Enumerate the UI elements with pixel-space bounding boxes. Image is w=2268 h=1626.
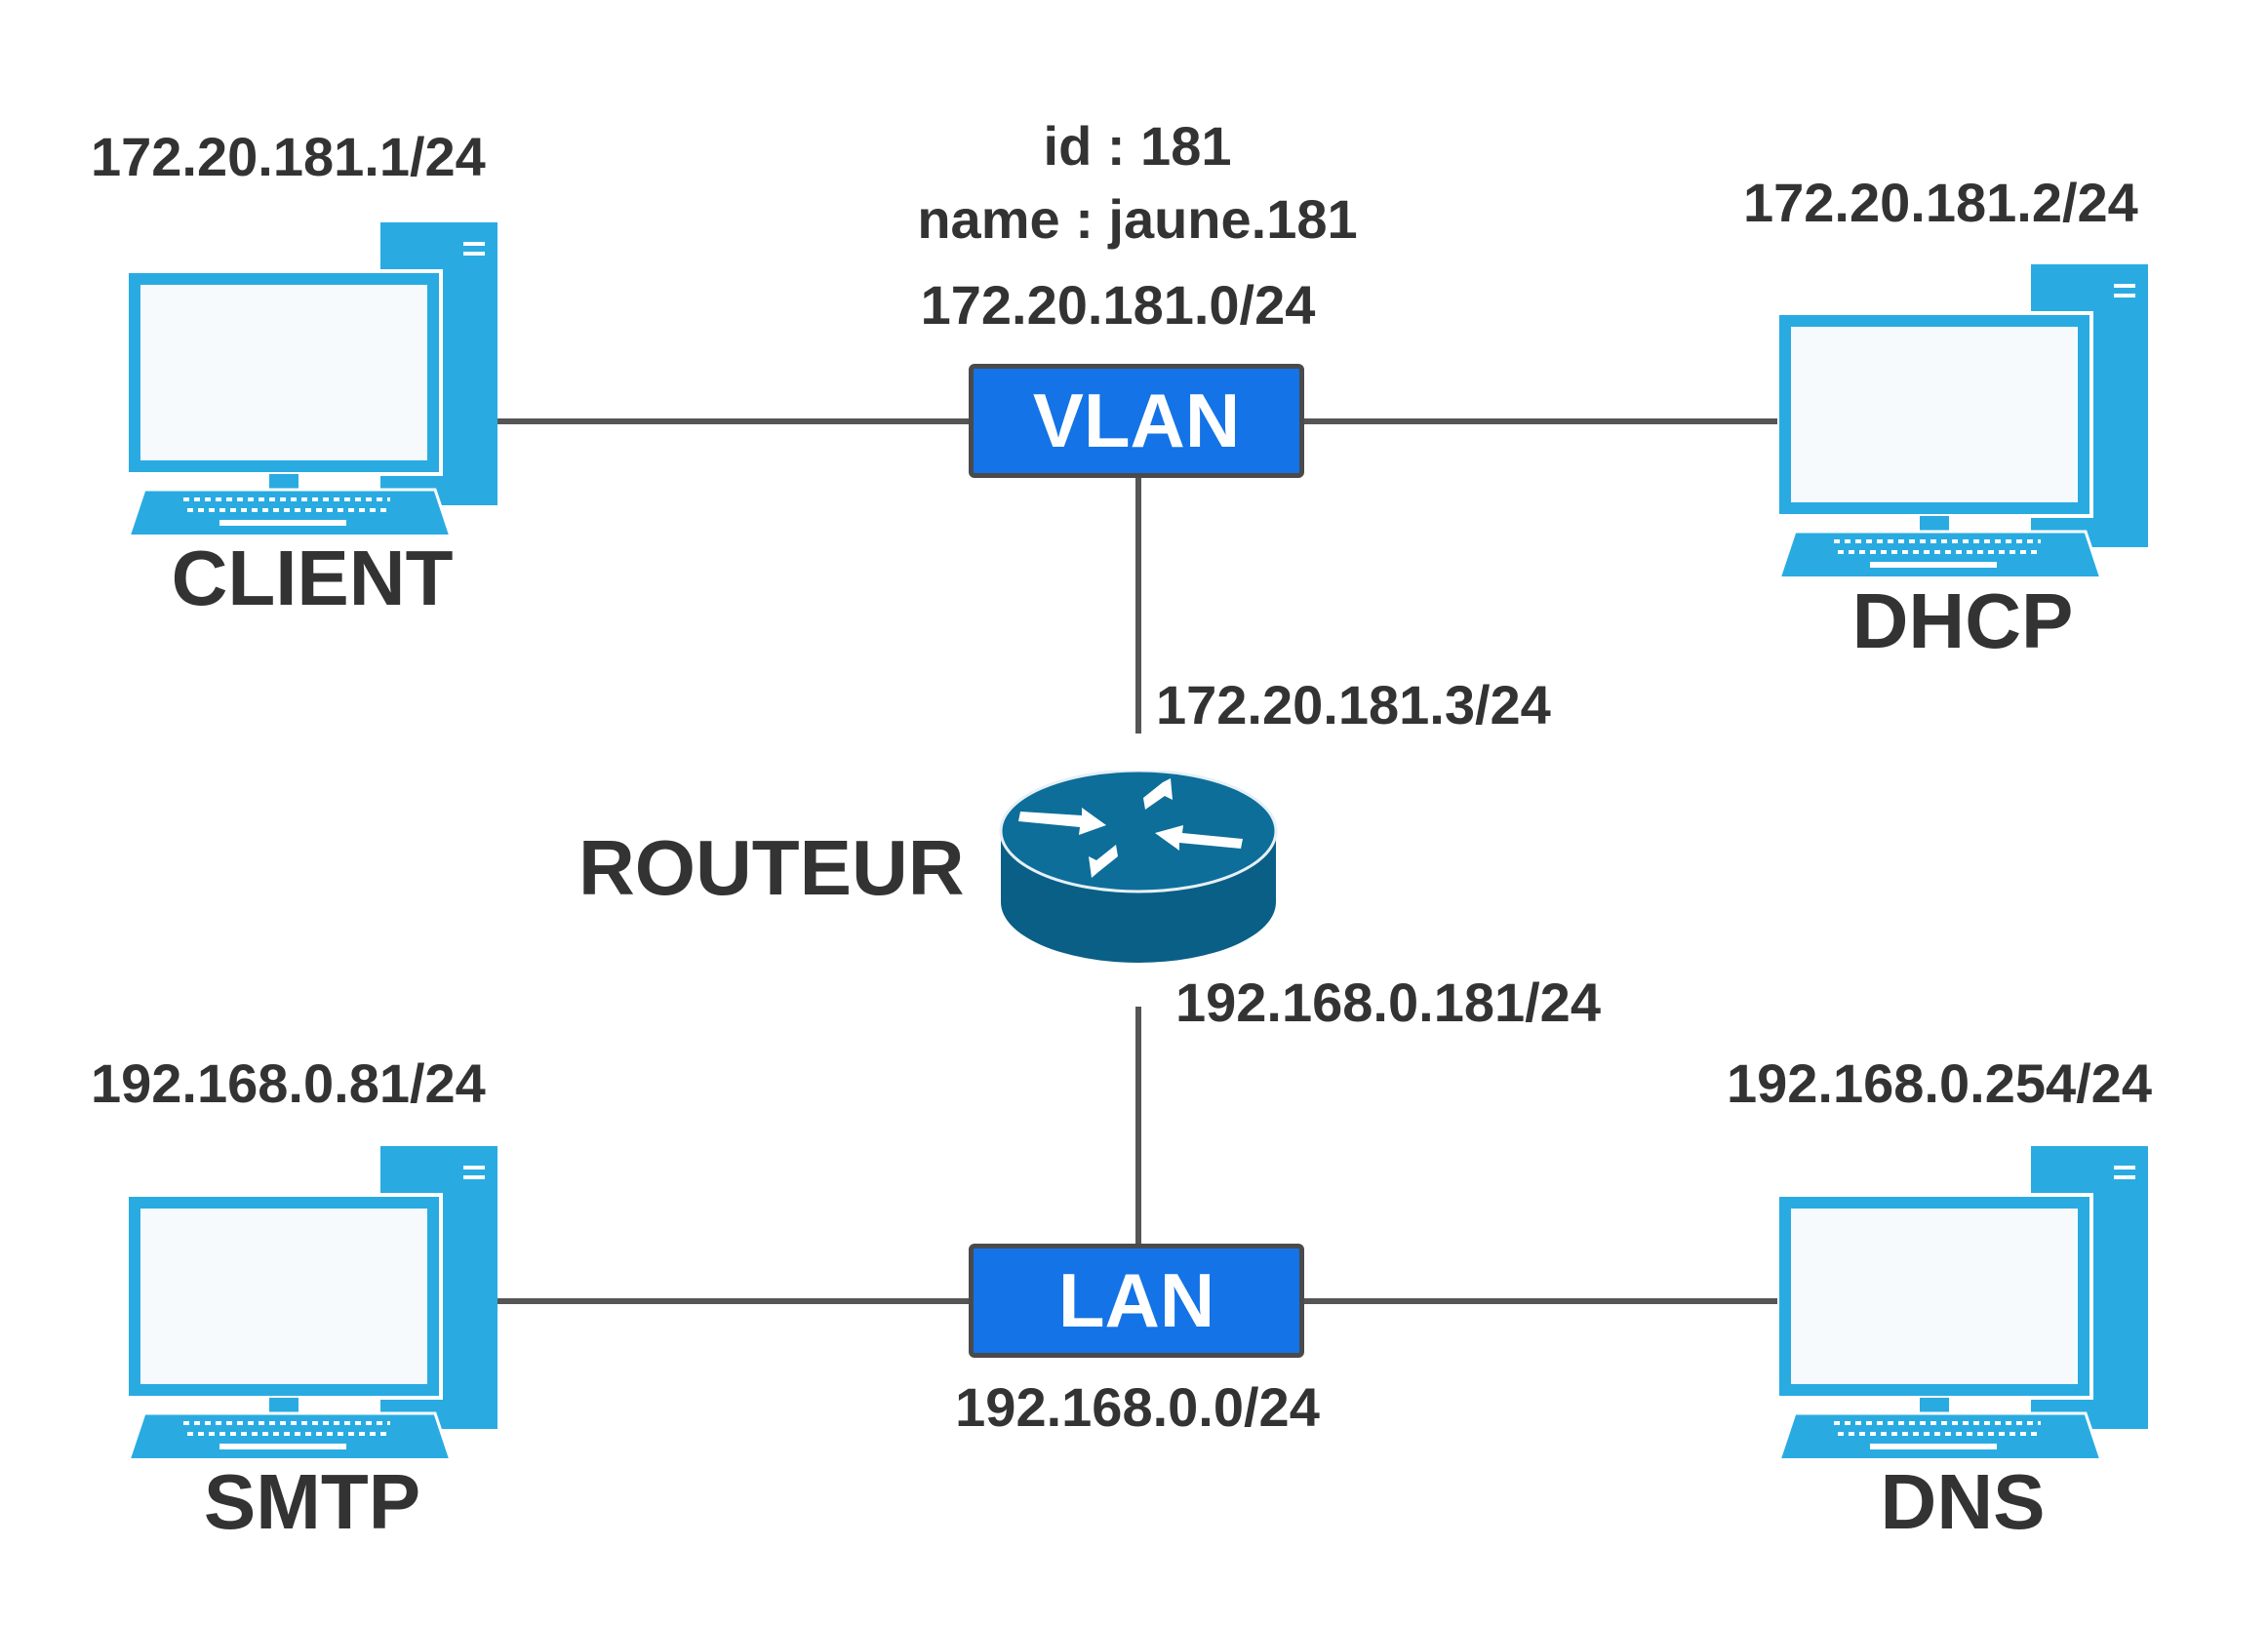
dns-ip: 192.168.0.254/24 [1727, 1052, 2152, 1114]
smtp-ip: 192.168.0.81/24 [91, 1052, 486, 1114]
dns-label: DNS [1880, 1458, 2046, 1545]
client-computer-icon [127, 222, 497, 535]
lan-switch-label: LAN [1057, 1257, 1215, 1343]
router-ip-vlan: 172.20.181.3/24 [1156, 674, 1551, 735]
router-ip-lan: 192.168.0.181/24 [1175, 972, 1601, 1033]
lan-network-text: 192.168.0.0/24 [955, 1376, 1320, 1438]
client-ip: 172.20.181.1/24 [91, 126, 486, 187]
dhcp-ip: 172.20.181.2/24 [1743, 172, 2138, 233]
dhcp-label: DHCP [1851, 577, 2074, 664]
vlan-network-text: 172.20.181.0/24 [920, 274, 1316, 336]
vlan-switch: VLAN [969, 364, 1304, 478]
router-icon [999, 771, 1278, 963]
vlan-id-text: id : 181 [1043, 115, 1232, 177]
lan-switch: LAN [969, 1244, 1304, 1358]
router-label: ROUTEUR [578, 824, 965, 911]
vlan-name-text: name : jaune.181 [917, 188, 1358, 250]
client-label: CLIENT [171, 535, 454, 621]
smtp-label: SMTP [203, 1458, 421, 1545]
smtp-computer-icon [127, 1146, 497, 1458]
vlan-switch-label: VLAN [1032, 377, 1241, 463]
dhcp-computer-icon [1777, 264, 2148, 576]
dns-computer-icon [1777, 1146, 2148, 1458]
